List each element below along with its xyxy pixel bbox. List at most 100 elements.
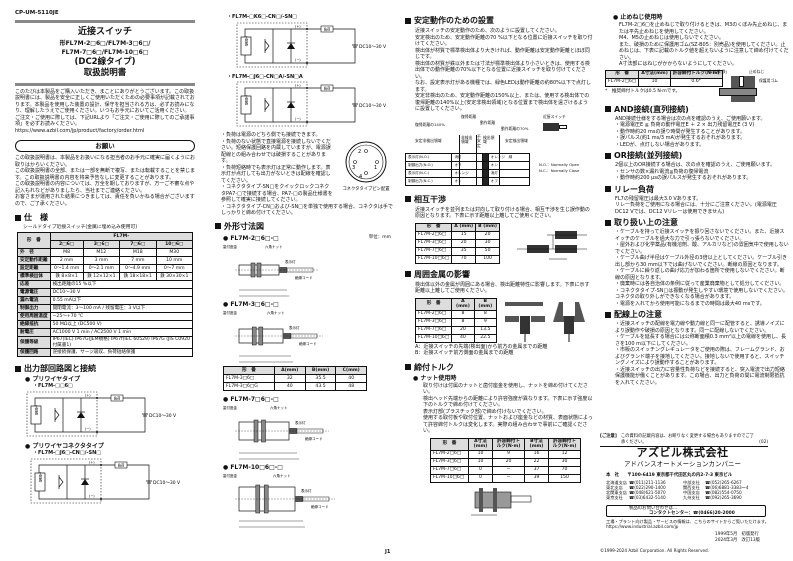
row-header: 安定動作距離 [17,256,51,266]
table-cell: −25～+70 ℃ [49,312,194,322]
table-cell: 40 [451,333,475,343]
office-phone: ☎(03)6432-5140 [629,495,666,501]
main-circuit-label: 主回路 [38,471,42,482]
table-cell: オン [487,160,531,170]
table-cell: 鉄 30×30×1 [155,272,193,282]
dimension-drawing-fl7m-7: 歯付座金六角ナット表示灯絶縁コード [215,403,395,463]
column-header: 許容締付トルク(N·m) [492,437,525,451]
column-header: 形 番 [223,365,275,375]
row-header: 設定距離 [17,264,51,274]
pin-number: 1 [374,165,377,171]
screw-shape [739,75,744,87]
table-cell: 39 [524,473,549,483]
minus-label: (−) [89,494,95,498]
table-cell: 10 [638,77,671,87]
or-list: センサの数×漏れ電流≦負荷の復帰電流 動作時約200 μsの誤パルスが発生するお… [615,169,789,182]
headquarters: 本 社 〒100-6419 東京都千代田区丸の内2-7-3 東京ビル [606,473,771,479]
divider [15,20,195,24]
office-phone: ☎(022)290-1400 [629,485,666,491]
column-header: A寸法(mm) [468,437,493,451]
table-cell: オレンジ [451,168,483,178]
paragraph: また、破損のために保護用ゴム(SZ-B05：別売品)を使用してください。止めねじ… [619,41,789,61]
table-row: 制御出力開閉電流：3～100 mA / 残留電圧：3 V以下 [17,304,194,314]
k-model-label: ・FL7M-□K6□-CN□/-SN□ [227,14,297,20]
paragraph: 取り付けは付属のナットと歯付座金を使用し、ナットを締め付けてください。 [423,382,588,396]
minus-label: (−) [85,427,91,431]
torque-section: 締付トルク ナット使用時 取り付けは付属のナットと歯付座金を使用し、ナットを締め… [405,363,593,518]
nut-label: 六角ナット [270,405,288,410]
label: 非検出領域 [461,134,473,145]
table-cell: FL7M-7□6□ [414,246,453,256]
supply-voltage-label: DC10～30 V [359,44,387,50]
table-cell: 8 [473,309,498,319]
column-header: C(mm) [335,365,367,375]
paragraph: 近接スイッチの安定動作のため、次のように設置してください。 [415,28,560,34]
column-header: 7□6□ [119,240,157,250]
web-text: 工場・プラント向け製品・サービスの情報は、こちらのサイトからご覧いただけます。 [606,519,769,524]
office-name: 東北支店 [606,485,623,491]
nut-label: 六角ナット [265,244,283,249]
web-link[interactable]: https://www.industrial.azbil.com/jp [606,524,679,530]
torque-heading: 締付トルク [405,363,593,372]
mutual-heading: 相互干渉 [405,195,593,204]
list-item: LEDが、点灯しない場合があります。 [615,142,789,149]
table-cell: FL7M-2□6□ [414,309,453,319]
load-label: 負荷 [114,395,121,400]
office-phone: ☎(082)554-0750 [705,490,742,496]
order-url-link[interactable]: https://www.azbil.com/jp/product/factory… [15,127,145,134]
table-cell: 検出距離の15 %以下 [49,280,194,290]
label: N.O.：Normally Open [539,161,580,167]
table-cell: 7 mm [119,256,157,266]
office-phone: ☎(092)265-3690 [705,495,742,501]
table-cell: 150 [548,473,581,483]
table-cell: FL7M-2□6□ [604,77,640,87]
intro-paragraph: このたびは本製品をご購入いただき、まことにありがとうございます。この取扱説明書に… [15,88,195,115]
table-cell: 0～2.1 mm [82,264,121,274]
table-row: 表示灯(N.O.)消灯オレンジ 緑 [404,152,531,162]
table-cell: 13.5 [473,325,498,335]
column-header: A (mm) [451,297,475,311]
and-heading: AND接続(直列接続) [605,105,789,114]
table-cell: 50 MΩ以上 (DC500 V) [49,320,194,330]
first-edition-date: 1999年5月 初版発行 [715,532,759,537]
table-cell: FL7M-3□6□G [223,381,275,391]
table-cell: 43.5 [304,381,337,391]
row-header: 制御出力(N.O.) [404,160,453,170]
table-cell: FL7M-3□6□ [223,373,275,383]
model-fl7m-7-label: FL7M-7□6□-□ [223,396,395,403]
plus-label: (+) [295,24,301,28]
model-fl7m-3-label: FL7M-3□6□-□ [223,301,395,308]
pin-number: 2 [358,149,361,155]
table-cell: 40 [273,381,306,391]
table-cell: 鉄 18×18×1 [119,272,157,282]
pin-number: 4 [359,174,362,180]
column-header: A(mm) [273,365,306,375]
table-cell: 35 [451,246,477,256]
paragraph: FL7の残留電圧は最大3.0 Vあります。 [615,195,702,202]
table-header-row: 2□6□3□6□7□6□10□6□ [18,240,193,250]
cord-label: 絶縁コード [305,436,323,441]
wiring-list: 近接スイッチの配線を電力線や動力線と同一に配管すると、誘導ノイズにより誤動作や破… [615,321,789,386]
model-fl7m-2-label: FL7M-2□6□-□ [223,235,395,242]
label: 安定検出領域 [505,137,528,143]
hq-label: 本 社 [606,473,620,478]
company-division: アドバンスオートメーションカンパニー [623,459,742,468]
row-header: 使用周囲温度 [17,312,51,322]
table-cell: M18 [119,248,157,258]
list-item: 近接スイッチの配線を電力線や動力線と同一に配管すると、誘導ノイズにより誤動作や破… [615,321,789,334]
mutual-diagram [517,230,587,259]
metal-section: 周囲金属の影響 検出体以外の金属が周囲にある場合、検出距離特性に影響します。下表… [405,270,593,357]
